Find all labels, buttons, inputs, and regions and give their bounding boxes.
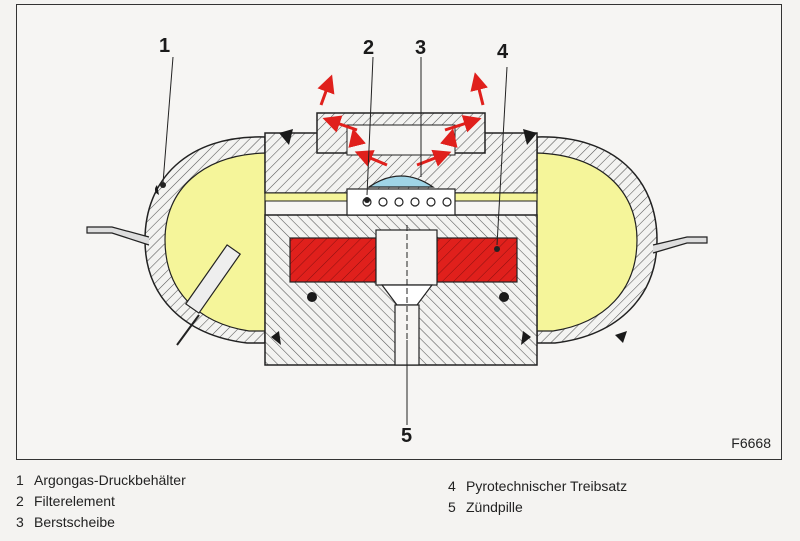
callout-1: 1 — [159, 35, 171, 57]
burst-disc — [367, 175, 435, 188]
argon-chamber-left — [164, 152, 266, 332]
leader-lines — [162, 56, 508, 425]
pressure-sensor — [176, 244, 242, 346]
diagram-frame: 1 2 3 4 5 F6668 — [16, 4, 782, 460]
filter-element — [346, 188, 456, 216]
callout-4: 4 — [497, 41, 509, 63]
left-flange — [86, 226, 150, 246]
seals — [154, 129, 627, 345]
callout-3: 3 — [415, 37, 427, 59]
gas-generator-diagram — [86, 56, 708, 425]
right-flange — [652, 236, 708, 254]
gas-flow-arrows — [317, 72, 488, 167]
callout-5: 5 — [401, 425, 413, 447]
figure-id: F6668 — [731, 435, 771, 451]
propellant-left — [289, 237, 377, 283]
callout-2: 2 — [363, 37, 375, 59]
argon-chamber-right — [536, 152, 638, 332]
propellant-right — [436, 237, 518, 283]
top-cap-inner — [346, 124, 456, 156]
